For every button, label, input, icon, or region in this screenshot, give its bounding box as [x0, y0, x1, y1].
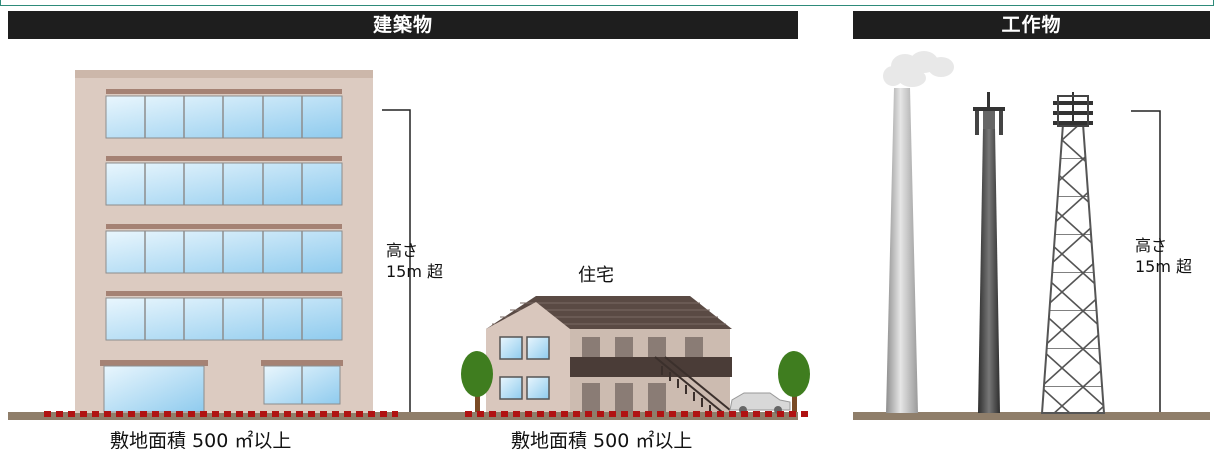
height-label-line1: 高さ — [386, 241, 419, 260]
height-label-structure: 高さ 15m 超 — [1135, 235, 1192, 277]
height-label-building: 高さ 15m 超 — [386, 240, 443, 282]
ground-right — [853, 412, 1210, 420]
house — [486, 296, 732, 413]
antenna-pole — [973, 92, 1005, 413]
buildings-header: 建築物 — [8, 11, 798, 39]
car — [729, 392, 791, 414]
lattice-tower — [1040, 92, 1106, 414]
site-area-label-house: 敷地面積 500 ㎡以上 — [511, 430, 693, 452]
top-frame-border — [0, 0, 1214, 6]
site-area-label-building: 敷地面積 500 ㎡以上 — [110, 430, 292, 452]
height-label-line2: 15m 超 — [1135, 257, 1193, 276]
office-windows — [105, 95, 343, 341]
tree-left — [461, 351, 493, 412]
structures-header: 工作物 — [853, 11, 1210, 39]
chimney — [883, 51, 954, 413]
height-label-line2: 15m 超 — [386, 262, 444, 281]
height-bracket-left — [382, 109, 411, 412]
office-building — [75, 70, 373, 413]
house-label: 住宅 — [578, 265, 614, 286]
height-bracket-right — [1131, 110, 1161, 412]
height-label-line1: 高さ — [1135, 236, 1168, 255]
tree-right — [778, 351, 810, 412]
ground-left — [8, 412, 798, 420]
